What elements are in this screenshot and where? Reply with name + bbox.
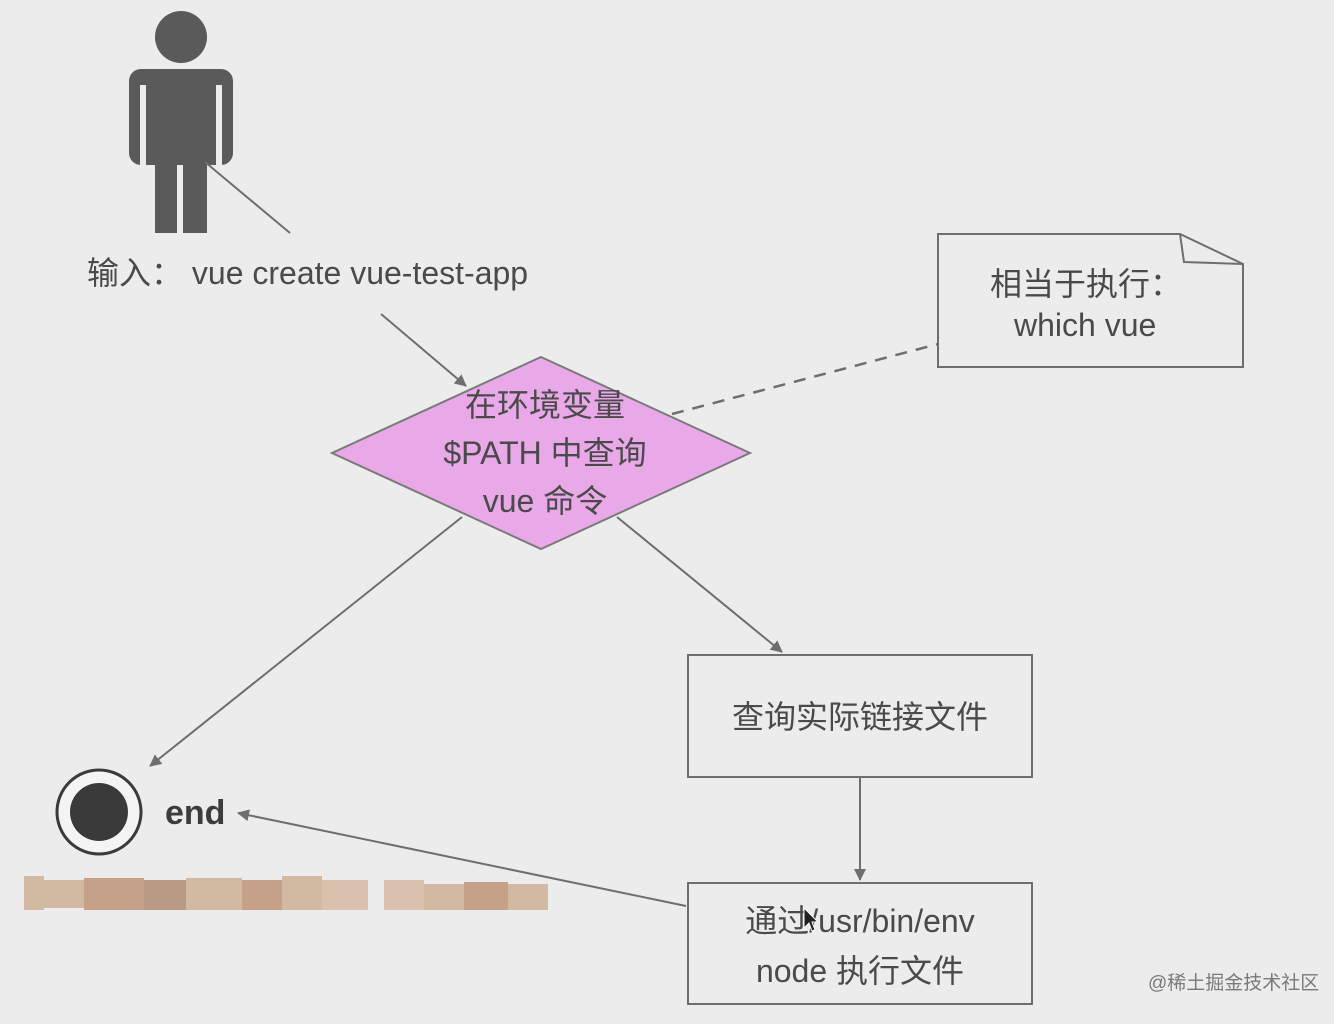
exec-box-line2: node 执行文件 [756, 953, 964, 989]
arrow-input-to-decision [380, 313, 467, 387]
exec-box [687, 882, 1033, 1005]
arrow-exec-to-end [237, 809, 687, 907]
note-connector [671, 342, 939, 416]
note-line2: which vue [1013, 307, 1156, 343]
end-label: end [165, 794, 225, 832]
arrow-decision-to-lookup [616, 516, 783, 653]
mouse-cursor-icon [803, 906, 820, 932]
actor-icon [129, 11, 233, 233]
decision-line1: 在环境变量 [465, 387, 625, 423]
arrow-decision-to-end [149, 516, 463, 767]
pixelated-redaction [24, 876, 548, 910]
exec-box-line1: 通过/usr/bin/env [745, 903, 974, 939]
lookup-box-label: 查询实际链接文件 [732, 699, 988, 735]
note-box [937, 233, 1244, 368]
input-label: 输入： vue create vue-test-app [87, 255, 528, 291]
note-line1: 相当于执行： [990, 266, 1182, 302]
watermark: @稀土掘金技术社区 [1148, 972, 1319, 994]
actor-connector [204, 161, 291, 234]
decision-line3: vue 命令 [483, 483, 608, 519]
lookup-box [687, 654, 1033, 778]
decision-line2: $PATH 中查询 [443, 435, 646, 471]
end-node-icon [55, 768, 143, 856]
decision-diamond [329, 355, 753, 551]
